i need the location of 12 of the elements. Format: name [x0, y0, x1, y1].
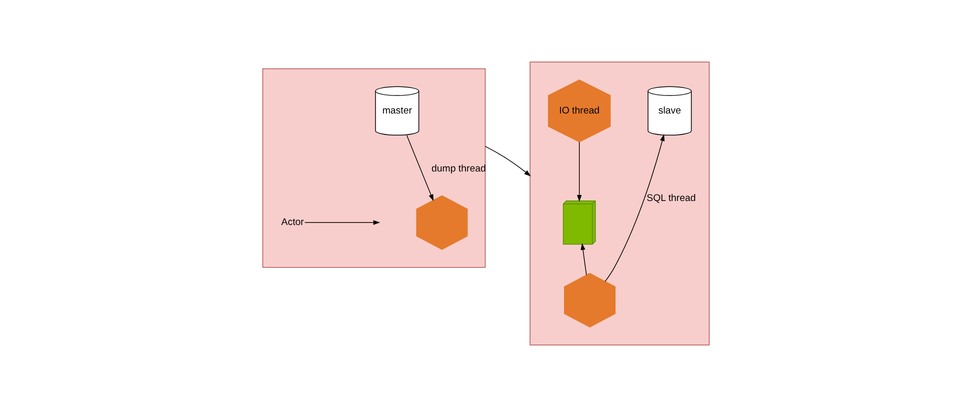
cluster [262, 68, 486, 268]
arrow [576, 142, 582, 202]
arrow [406, 134, 434, 202]
arrow [604, 134, 664, 282]
node-hexagon [564, 272, 616, 328]
arrow [484, 146, 530, 176]
edge-label: SQL thread [646, 192, 696, 204]
arrow [580, 243, 586, 276]
edge-label: dump thread [430, 163, 486, 174]
arrow [304, 220, 380, 225]
cluster [529, 62, 710, 346]
node-text: Actor [280, 217, 304, 228]
